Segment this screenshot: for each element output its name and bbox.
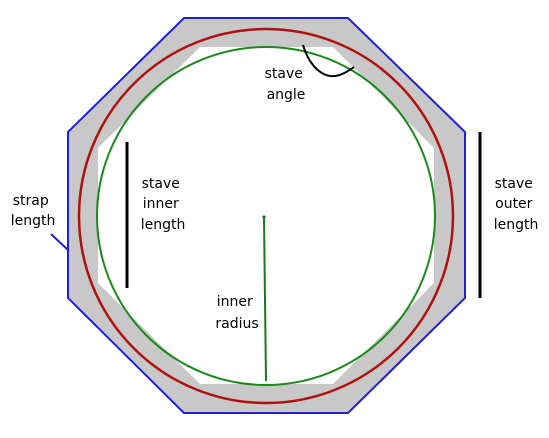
stave-inner-circle — [96, 46, 436, 386]
stave-angle-label: stave angle — [265, 66, 308, 103]
stave-inner-length-label: stave inner length — [141, 176, 186, 233]
center-point — [262, 215, 266, 219]
stave-inner-octagon — [98, 47, 434, 384]
inner-radius-label: inner radius — [215, 294, 258, 332]
stave-outer-length-label: stave outer length — [494, 176, 539, 233]
strap-length-pointer — [50, 233, 69, 251]
strap-length-label: strap length — [11, 193, 56, 229]
inner-radius-line — [263, 217, 267, 382]
stave-outer-circle — [77, 27, 455, 405]
stave-angle-arc — [302, 44, 355, 78]
